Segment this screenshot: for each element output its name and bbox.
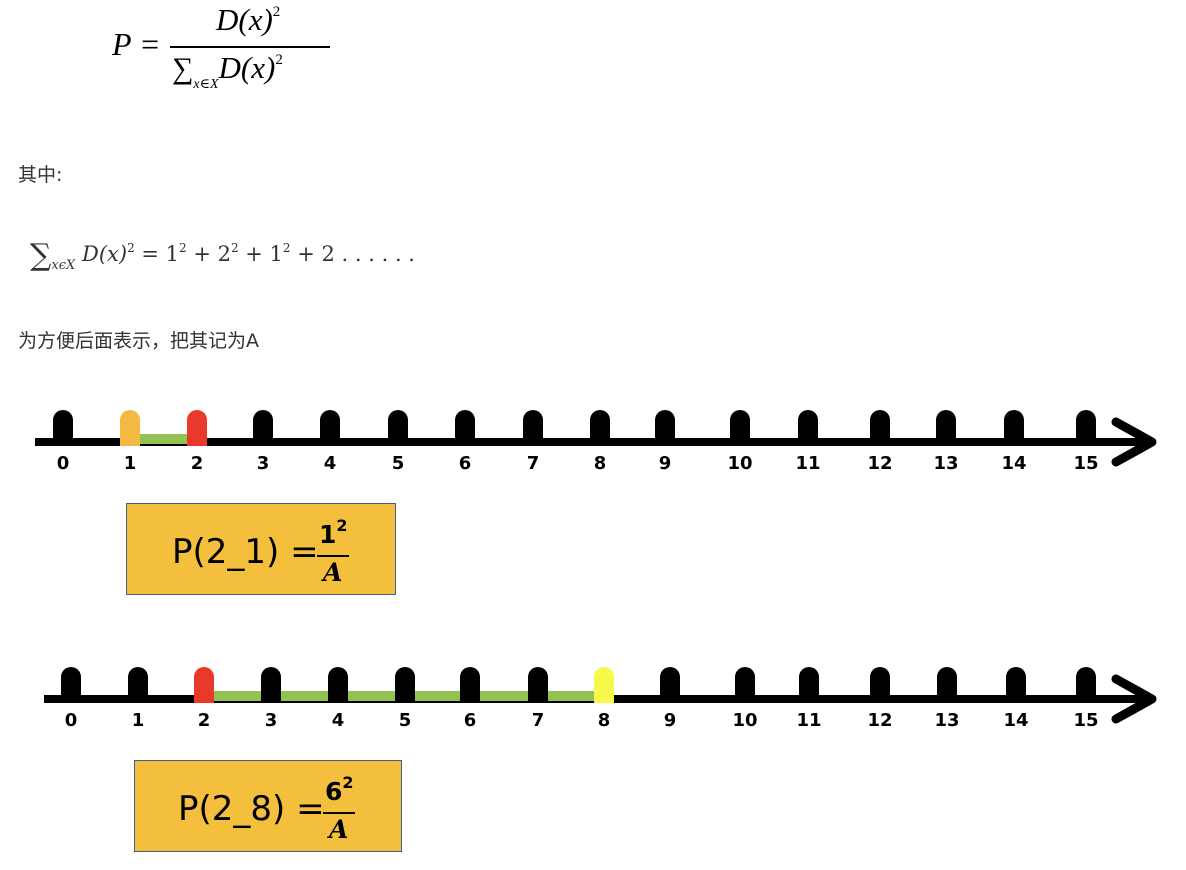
probability-label: P(2_8) = [178, 789, 325, 829]
tick-label: 5 [399, 710, 412, 731]
tick-mark [936, 410, 956, 446]
tick-mark [1006, 667, 1026, 703]
tick-label: 9 [664, 710, 677, 731]
probability-box-2: P(2_8) = 62 A [134, 760, 402, 852]
tick-label: 15 [1073, 710, 1098, 731]
tick-label: 9 [659, 453, 672, 474]
sum-formula: ∑xϵX D(x)2 = 12 + 22 + 12 + 2 . . . . . … [30, 238, 415, 273]
tick-label: 10 [732, 710, 757, 731]
tick-mark [523, 410, 543, 446]
tick-mark [395, 667, 415, 703]
fraction-bar [317, 555, 349, 557]
tick-mark [1076, 410, 1096, 446]
note-text: 为方便后面表示，把其记为A [18, 330, 259, 352]
start-marker [194, 667, 214, 703]
tick-mark [328, 667, 348, 703]
tick-label: 13 [934, 710, 959, 731]
tick-mark [1076, 667, 1096, 703]
interval-segment [130, 434, 197, 444]
tick-label: 11 [795, 453, 820, 474]
tick-mark [53, 410, 73, 446]
tick-label: 7 [527, 453, 540, 474]
tick-label: 11 [796, 710, 821, 731]
tick-label: 10 [727, 453, 752, 474]
tick-label: 1 [124, 453, 137, 474]
tick-label: 0 [57, 453, 70, 474]
arrow-head-icon [1111, 674, 1157, 724]
tick-label: 13 [933, 453, 958, 474]
tick-mark [937, 667, 957, 703]
tick-label: 8 [594, 453, 607, 474]
tick-mark [253, 410, 273, 446]
probability-box-1: P(2_1) = 12 A [126, 503, 396, 595]
tick-label: 8 [598, 710, 611, 731]
end-marker [594, 667, 614, 703]
tick-label: 7 [532, 710, 545, 731]
formula-fraction-bar [170, 46, 330, 48]
tick-label: 15 [1073, 453, 1098, 474]
tick-label: 6 [464, 710, 477, 731]
arrow-head-icon [1111, 417, 1157, 467]
tick-mark [660, 667, 680, 703]
tick-mark [528, 667, 548, 703]
tick-label: 4 [332, 710, 345, 731]
tick-label: 14 [1003, 710, 1028, 731]
tick-mark [320, 410, 340, 446]
tick-mark [460, 667, 480, 703]
tick-label: 1 [132, 710, 145, 731]
tick-mark [798, 410, 818, 446]
tick-mark [1004, 410, 1024, 446]
probability-numerator: 62 [325, 773, 354, 806]
tick-mark [61, 667, 81, 703]
formula-lhs: P = [112, 26, 161, 62]
start-marker [120, 410, 140, 446]
tick-mark [730, 410, 750, 446]
formula-numerator: D(x)2 [216, 2, 281, 37]
tick-mark [799, 667, 819, 703]
where-label: 其中: [18, 164, 63, 186]
tick-label: 3 [257, 453, 270, 474]
tick-mark [590, 410, 610, 446]
fraction-bar [323, 812, 355, 814]
tick-mark [870, 410, 890, 446]
formula-denominator: ∑x∈XD(x)2 [172, 50, 283, 92]
tick-label: 2 [198, 710, 211, 731]
tick-label: 12 [867, 710, 892, 731]
tick-mark [870, 667, 890, 703]
probability-denominator: A [329, 815, 349, 844]
tick-mark [735, 667, 755, 703]
tick-mark [388, 410, 408, 446]
tick-label: 0 [65, 710, 78, 731]
tick-mark [655, 410, 675, 446]
tick-label: 3 [265, 710, 278, 731]
tick-label: 14 [1001, 453, 1026, 474]
probability-formula: P = D(x)2 ∑x∈XD(x)2 [112, 2, 342, 102]
probability-denominator: A [323, 558, 343, 587]
tick-label: 5 [392, 453, 405, 474]
probability-label: P(2_1) = [172, 532, 319, 572]
probability-numerator: 12 [319, 516, 348, 549]
tick-label: 4 [324, 453, 337, 474]
end-marker [187, 410, 207, 446]
tick-mark [128, 667, 148, 703]
tick-mark [261, 667, 281, 703]
tick-label: 6 [459, 453, 472, 474]
tick-label: 2 [191, 453, 204, 474]
tick-label: 12 [867, 453, 892, 474]
tick-mark [455, 410, 475, 446]
